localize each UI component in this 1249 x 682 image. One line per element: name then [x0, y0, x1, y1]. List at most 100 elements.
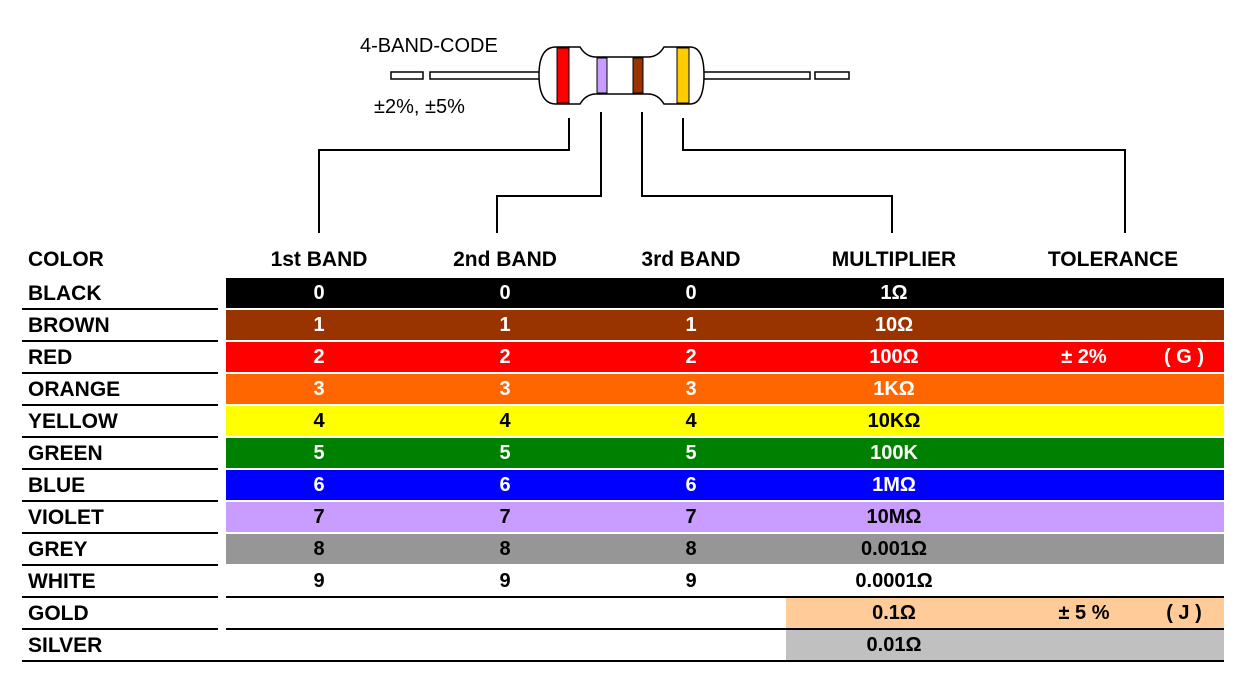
cell-tolerance: ± 2%	[1061, 346, 1107, 368]
code-title: 4-BAND-CODE	[360, 35, 498, 57]
cell-band3: 0	[685, 282, 697, 304]
color-strip	[226, 310, 1224, 340]
cell-band3: 8	[685, 538, 697, 560]
resistor-band-1	[556, 47, 570, 104]
row-color-name: GREY	[28, 538, 88, 561]
cell-band3: 7	[685, 506, 697, 528]
cell-multiplier: 1MΩ	[872, 474, 916, 496]
table-row: BLUE 6 6 6 1MΩ	[0, 470, 1249, 502]
row-color-name: BLACK	[28, 282, 102, 305]
row-rule	[226, 660, 1224, 662]
header-color: COLOR	[28, 248, 104, 271]
row-divider	[22, 372, 218, 374]
leader-line-3	[641, 112, 893, 233]
header-tolerance: TOLERANCE	[1047, 248, 1179, 271]
table-row: BLACK 0 0 0 1Ω	[0, 278, 1249, 310]
cell-multiplier: 100K	[870, 442, 918, 464]
row-rule	[226, 596, 1224, 598]
resistor-svg	[318, 46, 1126, 233]
lead-left	[429, 71, 543, 80]
cell-band1: 0	[313, 282, 325, 304]
row-color-name: SILVER	[28, 634, 103, 657]
row-divider	[22, 532, 218, 534]
tolerance-note: ±2%, ±5%	[374, 96, 465, 118]
row-color-name: BROWN	[28, 314, 110, 337]
cell-band1: 7	[313, 506, 325, 528]
cell-band2: 7	[499, 506, 511, 528]
cell-band1: 5	[313, 442, 325, 464]
cell-band1: 8	[313, 538, 325, 560]
lead-right	[699, 71, 811, 80]
cell-multiplier: 1KΩ	[873, 378, 915, 400]
color-strip	[226, 374, 1224, 404]
row-color-name: WHITE	[28, 570, 96, 593]
row-divider	[22, 564, 218, 566]
row-divider	[22, 436, 218, 438]
cell-band2: 3	[499, 378, 511, 400]
row-color-name: RED	[28, 346, 73, 369]
cell-band2: 2	[499, 346, 511, 368]
row-color-name: GOLD	[28, 602, 89, 625]
cell-tolerance: ± 5 %	[1058, 602, 1110, 624]
table-row: VIOLET 7 7 7 10MΩ	[0, 502, 1249, 534]
resistor-body	[538, 46, 705, 105]
cell-multiplier: 1Ω	[880, 282, 908, 304]
color-strip	[226, 470, 1224, 500]
color-strip	[786, 598, 1224, 628]
cell-band1: 3	[313, 378, 325, 400]
color-strip	[226, 534, 1224, 564]
lead-left-stub	[390, 71, 424, 80]
row-divider	[22, 404, 218, 406]
color-strip	[226, 278, 1224, 308]
cell-band3: 1	[685, 314, 697, 336]
cell-multiplier: 10KΩ	[867, 410, 921, 432]
header-band2: 2nd BAND	[453, 248, 557, 271]
cell-band2: 9	[499, 570, 511, 592]
header-band1: 1st BAND	[270, 248, 368, 271]
row-color-name: GREEN	[28, 442, 103, 465]
row-divider	[22, 308, 218, 310]
cell-multiplier: 0.001Ω	[860, 538, 928, 560]
cell-multiplier: 0.01Ω	[866, 634, 922, 656]
leader-line-1	[318, 118, 570, 233]
cell-band3: 5	[685, 442, 697, 464]
leader-line-4	[682, 118, 1126, 233]
resistor-band-3	[632, 57, 644, 94]
row-color-name: YELLOW	[28, 410, 118, 433]
cell-band2: 6	[499, 474, 511, 496]
cell-band1: 6	[313, 474, 325, 496]
cell-multiplier: 10MΩ	[866, 506, 922, 528]
row-color-name: VIOLET	[28, 506, 104, 529]
cell-band3: 4	[685, 410, 697, 432]
table-row: GREY 8 8 8 0.001Ω	[0, 534, 1249, 566]
resistor-diagram: 4-BAND-CODE ±2%, ±5%	[0, 0, 1249, 240]
cell-multiplier: 100Ω	[869, 346, 919, 368]
table-row: GREEN 5 5 5 100K	[0, 438, 1249, 470]
cell-multiplier: 10Ω	[874, 314, 914, 336]
cell-band1: 9	[313, 570, 325, 592]
cell-band1: 1	[313, 314, 325, 336]
row-color-name: BLUE	[28, 474, 86, 497]
row-color-name: ORANGE	[28, 378, 121, 401]
resistor-band-2	[596, 57, 608, 94]
cell-band3: 6	[685, 474, 697, 496]
leader-line-2	[496, 112, 602, 233]
cell-band2: 1	[499, 314, 511, 336]
cell-band2: 8	[499, 538, 511, 560]
resistor-band-4	[676, 47, 690, 104]
cell-tolerance-code: ( G )	[1164, 346, 1204, 368]
cell-band1: 2	[313, 346, 325, 368]
header-multiplier: MULTIPLIER	[831, 248, 957, 271]
lead-right-stub	[814, 71, 850, 80]
row-divider	[22, 468, 218, 470]
cell-tolerance-code: ( J )	[1166, 602, 1202, 624]
cell-band2: 0	[499, 282, 511, 304]
row-divider	[22, 500, 218, 502]
cell-band2: 5	[499, 442, 511, 464]
cell-band3: 9	[685, 570, 697, 592]
row-divider	[22, 340, 218, 342]
